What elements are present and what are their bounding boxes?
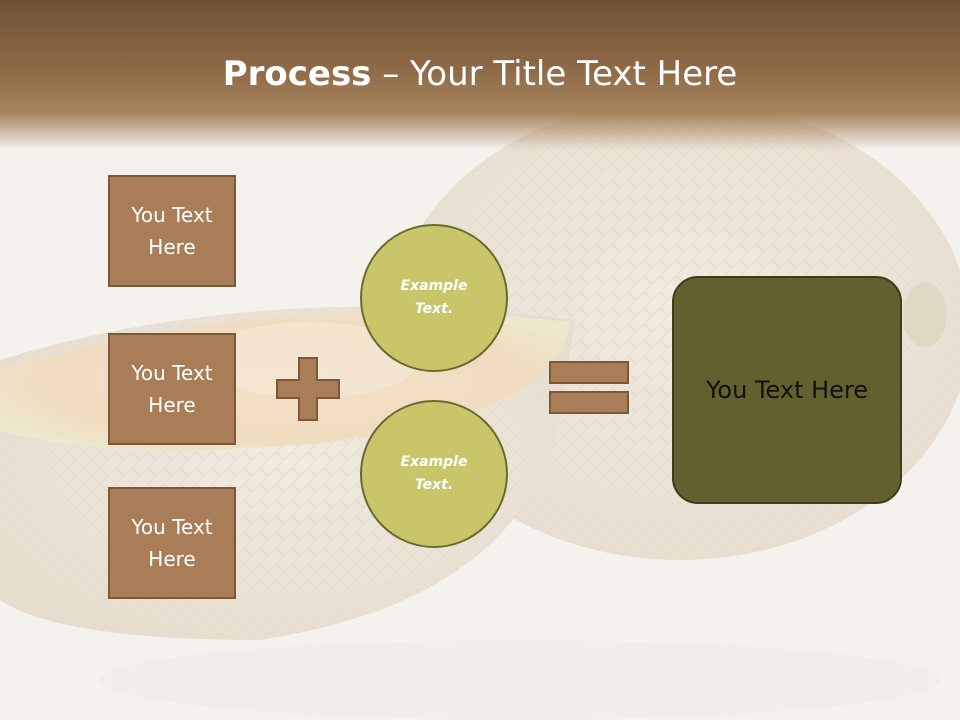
result-box[interactable]: You Text Here [672, 276, 902, 504]
input-box-label: You Text Here [131, 361, 213, 417]
example-circle-2[interactable]: Example Text. [360, 400, 508, 548]
example-circle-label: Example Text. [400, 278, 468, 317]
input-box-2[interactable]: You Text Here [108, 333, 236, 445]
example-circle-1[interactable]: Example Text. [360, 224, 508, 372]
input-box-label: You Text Here [131, 515, 213, 571]
plus-icon [276, 357, 340, 421]
input-box-1[interactable]: You Text Here [108, 175, 236, 287]
header-band [0, 0, 960, 150]
title-bold: Process [222, 54, 372, 94]
result-label: You Text Here [705, 376, 869, 404]
input-box-label: You Text Here [131, 203, 213, 259]
slide-title: Process – Your Title Text Here [0, 52, 960, 96]
equals-icon [549, 361, 629, 414]
title-rest: – Your Title Text Here [371, 54, 738, 94]
example-circle-label: Example Text. [400, 454, 468, 493]
input-box-3[interactable]: You Text Here [108, 487, 236, 599]
